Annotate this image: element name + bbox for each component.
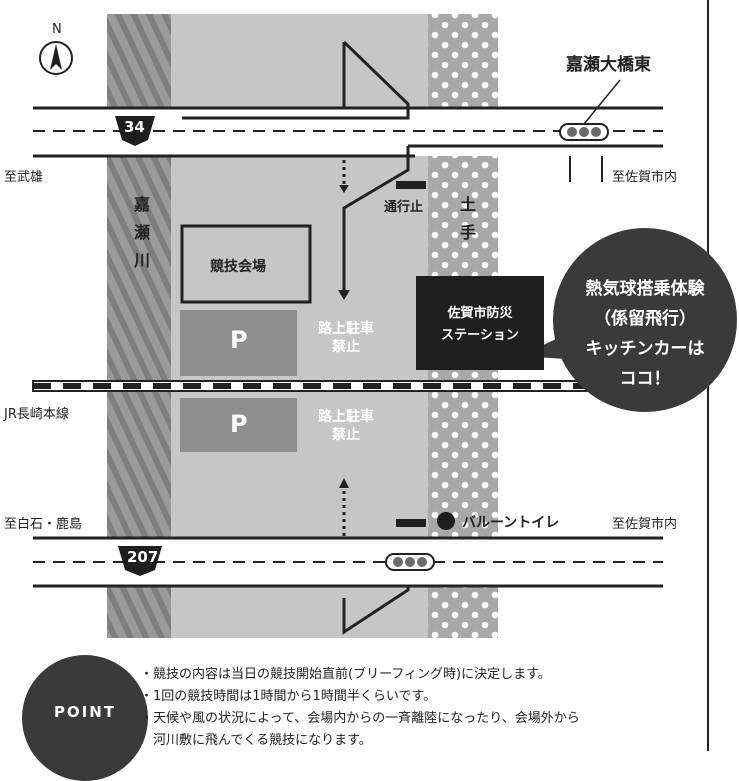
station-line1: 佐賀市防災	[447, 306, 513, 321]
point-item: ・1回の競技時間は1時間から1時間半くらいです。	[140, 689, 437, 704]
route-207-label: 207	[127, 548, 159, 566]
embankment-label: 土手	[457, 196, 476, 252]
area-map	[32, 0, 709, 751]
toilet-label: バルーントイレ	[462, 515, 560, 531]
access-road-bottom	[342, 586, 410, 635]
access-road-top	[342, 42, 382, 110]
parking-1-label: P	[230, 326, 248, 354]
point-list: ・競技の内容は当日の競技開始直前(ブリーフィング時)に決定します。 ・1回の競技…	[140, 664, 580, 752]
callout-line1: 熱気球搭乗体験	[585, 279, 705, 299]
route-34-label: 34	[124, 118, 145, 136]
arrow-down-small-icon	[339, 185, 349, 193]
point-item: ・競技の内容は当日の競技開始直前(ブリーフィング時)に決定します。	[140, 667, 551, 682]
traffic-lamp	[393, 557, 403, 567]
traffic-lamp	[405, 557, 415, 567]
route-shield-34-icon	[115, 116, 155, 146]
access-road-top-curve	[182, 40, 410, 120]
closed-label: 通行止	[384, 200, 424, 215]
traffic-lamp	[417, 557, 427, 567]
closed-barrier-bottom	[396, 519, 426, 527]
point-item: ・天候や風の状況によって、会場内からの一斉離陸になったり、会場外から	[140, 711, 580, 726]
point-item: 河川敷に飛んでくる競技になります。	[140, 733, 372, 748]
railway-label: JR長崎本線	[4, 407, 69, 422]
north-arrow-icon	[50, 44, 62, 70]
closed-barrier-top	[396, 181, 426, 189]
parking-2-label: P	[230, 410, 248, 438]
leader-line	[583, 79, 621, 125]
river-label: 嘉瀬川	[131, 196, 150, 280]
venue-label: 競技会場	[210, 259, 266, 275]
arrow-up-icon	[339, 478, 349, 488]
to-saga-bottom-label: 至佐賀市内	[612, 517, 678, 532]
venue-box	[180, 224, 312, 304]
to-saga-top-label: 至佐賀市内	[612, 170, 678, 185]
arrow-down-icon	[338, 290, 350, 300]
point-badge: POINT	[22, 655, 148, 781]
balloon-callout: 熱気球搭乗体験 （係留飛行） キッチンカーは ココ！	[553, 228, 737, 412]
route-shield-207-icon	[118, 546, 162, 576]
to-takeo-label: 至武雄	[4, 170, 44, 185]
no-parking-2-label: 路上駐車 禁止	[318, 409, 374, 443]
parking-area-2	[180, 398, 297, 452]
route-to-venue	[342, 146, 410, 292]
callout-line2: （係留飛行）	[594, 309, 696, 329]
to-shiroishi-label: 至白石・鹿島	[4, 517, 83, 532]
traffic-lamp	[567, 127, 577, 137]
traffic-lamp	[591, 127, 601, 137]
toilet-marker-icon	[437, 512, 455, 530]
station-line2: ステーション	[441, 328, 519, 343]
no-parking-1-label: 路上駐車 禁止	[318, 321, 374, 355]
traffic-lamp	[579, 127, 589, 137]
parking-area-1	[180, 310, 297, 376]
callout-line4: ココ！	[619, 369, 671, 389]
callout-line3: キッチンカーは	[585, 339, 705, 359]
disaster-station-box: 佐賀市防災 ステーション	[416, 276, 544, 370]
compass-label: N	[52, 22, 62, 37]
bridge-east-label: 嘉瀬大橋東	[566, 55, 651, 75]
point-badge-label: POINT	[53, 703, 117, 721]
